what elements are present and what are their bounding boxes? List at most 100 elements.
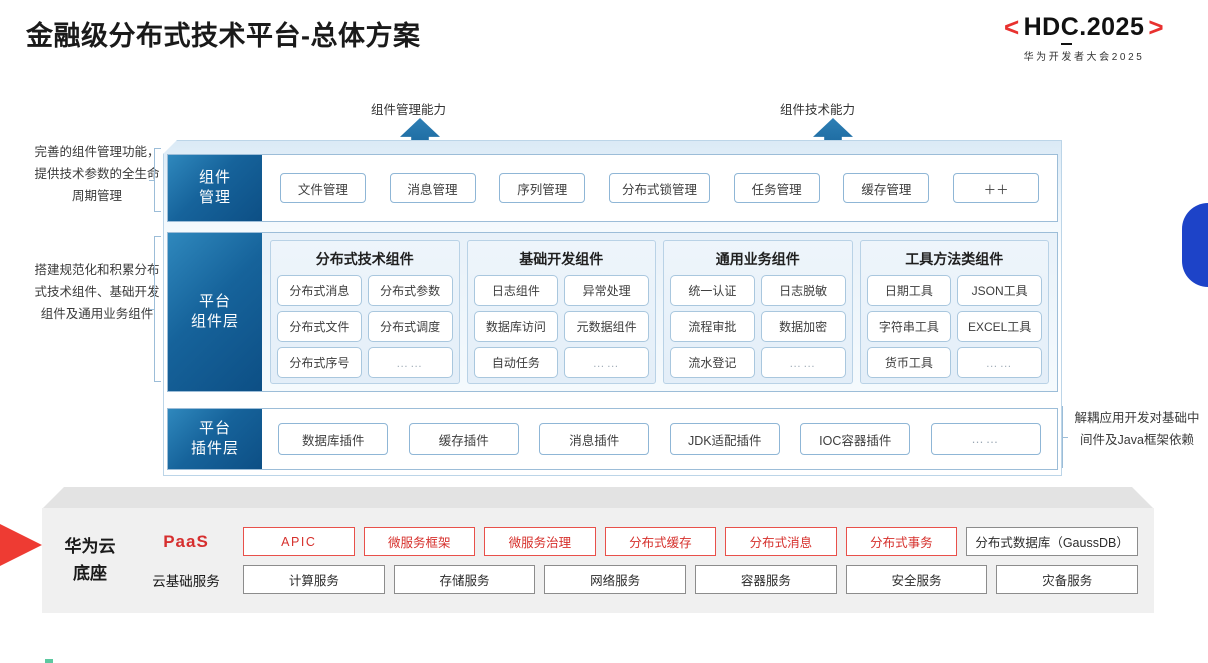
brace-tick-left-bottom <box>149 309 154 310</box>
component-cell[interactable]: 分布式文件 <box>277 311 362 342</box>
component-columns: 分布式技术组件 分布式消息 分布式参数 分布式文件 分布式调度 分布式序号 ……… <box>262 233 1057 391</box>
management-item[interactable]: 缓存管理 <box>843 173 930 203</box>
plugin-items: 数据库插件 缓存插件 消息插件 JDK适配插件 IOC容器插件 …… <box>262 409 1057 469</box>
base-title: 华为云 底座 <box>42 534 138 587</box>
brace-left-bottom <box>154 236 161 382</box>
layer-label-line2: 插件层 <box>190 440 239 457</box>
layer-label-line2: 组件层 <box>190 313 239 330</box>
component-column-basic-dev: 基础开发组件 日志组件 异常处理 数据库访问 元数据组件 自动任务 …… <box>466 240 656 384</box>
blue-lens-decor-icon <box>1182 203 1208 287</box>
layer-row-component: 平台 组件层 分布式技术组件 分布式消息 分布式参数 分布式文件 分布式调度 分… <box>167 232 1058 392</box>
component-cell-more[interactable]: …… <box>367 347 453 378</box>
layer-label-component: 平台 组件层 <box>168 233 262 391</box>
component-cell[interactable]: 分布式消息 <box>277 275 362 306</box>
plugin-item[interactable]: 数据库插件 <box>278 423 389 455</box>
component-cell-more[interactable]: …… <box>957 347 1042 378</box>
component-column-title: 通用业务组件 <box>715 251 800 267</box>
component-cell[interactable]: 分布式参数 <box>367 275 453 306</box>
component-cell[interactable]: 货币工具 <box>866 347 952 378</box>
management-item-more[interactable]: ＋＋ <box>953 173 1040 203</box>
infra-chip[interactable]: 网络服务 <box>544 565 687 594</box>
management-item[interactable]: 序列管理 <box>499 173 586 203</box>
component-cell-grid: 日期工具 JSON工具 字符串工具 EXCEL工具 货币工具 …… <box>866 275 1042 378</box>
plugin-item[interactable]: JDK适配插件 <box>669 423 780 455</box>
base-rows: PaaS APIC 微服务框架 微服务治理 分布式缓存 分布式消息 分布式事务 … <box>138 527 1154 594</box>
side-note-right: 解耦应用开发对基础中间件及Java框架依赖 <box>1074 411 1200 447</box>
component-column-title: 基础开发组件 <box>519 251 604 267</box>
management-item[interactable]: 任务管理 <box>733 173 820 203</box>
paas-chip[interactable]: 分布式事务 <box>845 527 958 556</box>
green-mark-decor-icon <box>45 659 53 663</box>
hdc-logo-subtitle: 华为开发者大会2025 <box>1023 52 1145 63</box>
component-cell[interactable]: 流水登记 <box>670 347 755 378</box>
component-cell[interactable]: 日志脱敏 <box>760 275 846 306</box>
red-wedge-decor-icon <box>0 505 42 585</box>
management-item[interactable]: 消息管理 <box>389 173 476 203</box>
page-title: 金融级分布式技术平台-总体方案 <box>26 21 421 51</box>
platform-stack: 组件 管理 文件管理 消息管理 序列管理 分布式锁管理 任务管理 缓存管理 ＋＋… <box>163 140 1062 476</box>
component-cell[interactable]: 元数据组件 <box>564 311 649 342</box>
paas-chip[interactable]: 微服务治理 <box>484 527 596 556</box>
base-row-paas: PaaS APIC 微服务框架 微服务治理 分布式缓存 分布式消息 分布式事务 … <box>138 527 1138 556</box>
component-cell[interactable]: EXCEL工具 <box>957 311 1042 342</box>
component-column-title: 工具方法类组件 <box>905 251 1004 267</box>
capability-label-management: 组件管理能力 <box>371 103 447 117</box>
base-top-bevel <box>42 487 1154 509</box>
component-cell[interactable]: 字符串工具 <box>866 311 952 342</box>
brace-tick-right <box>1063 437 1068 438</box>
component-cell-more[interactable]: …… <box>760 347 846 378</box>
hdc-logo: < HDC.2025 > 华为开发者大会2025 <box>974 12 1194 63</box>
plugin-item[interactable]: 缓存插件 <box>408 423 519 455</box>
brace-left-top <box>154 148 161 212</box>
component-column-tools: 工具方法类组件 日期工具 JSON工具 字符串工具 EXCEL工具 货币工具 …… <box>859 240 1049 384</box>
paas-chip-apic[interactable]: APIC <box>243 527 355 556</box>
side-note-left-top: 完善的组件管理功能，提供技术参数的全生命周期管理 <box>34 145 160 203</box>
paas-chip[interactable]: 分布式缓存 <box>604 527 717 556</box>
plugin-item[interactable]: IOC容器插件 <box>800 423 911 455</box>
component-cell-more[interactable]: …… <box>564 347 649 378</box>
component-cell[interactable]: 自动任务 <box>473 347 559 378</box>
infra-chip[interactable]: 容器服务 <box>695 565 837 594</box>
infra-chip[interactable]: 安全服务 <box>845 565 988 594</box>
layer-label-line2: 管理 <box>198 189 231 206</box>
base-row-label-paas: PaaS <box>163 531 209 551</box>
management-item[interactable]: 文件管理 <box>279 173 366 203</box>
component-cell[interactable]: 日期工具 <box>866 275 952 306</box>
component-column-business: 通用业务组件 统一认证 日志脱敏 流程审批 数据加密 流水登记 …… <box>663 240 853 384</box>
brace-tick-left-top <box>149 180 154 181</box>
base-title-line2: 底座 <box>73 563 107 583</box>
component-column-title: 分布式技术组件 <box>315 251 414 267</box>
infra-chip[interactable]: 存储服务 <box>393 565 536 594</box>
layer-label-management: 组件 管理 <box>168 155 262 221</box>
layer-row-management: 组件 管理 文件管理 消息管理 序列管理 分布式锁管理 任务管理 缓存管理 ＋＋ <box>167 154 1058 222</box>
plugin-item-more[interactable]: …… <box>930 423 1041 455</box>
component-cell[interactable]: 分布式调度 <box>367 311 453 342</box>
component-cell[interactable]: 分布式序号 <box>277 347 362 378</box>
angle-bracket-right-icon: > <box>1148 12 1165 42</box>
base-row-label-infra: 云基础服务 <box>152 573 220 589</box>
component-cell[interactable]: 流程审批 <box>670 311 755 342</box>
base-row-infra: 云基础服务 计算服务 存储服务 网络服务 容器服务 安全服务 灾备服务 <box>138 565 1139 594</box>
component-cell[interactable]: 日志组件 <box>473 275 559 306</box>
side-note-left-bottom: 搭建规范化和积累分布式技术组件、基础开发组件及通用业务组件 <box>34 263 160 321</box>
infra-chip[interactable]: 灾备服务 <box>996 565 1139 594</box>
infra-chip[interactable]: 计算服务 <box>243 565 385 594</box>
component-cell[interactable]: 数据加密 <box>760 311 846 342</box>
paas-chip[interactable]: 分布式消息 <box>725 527 837 556</box>
component-cell[interactable]: JSON工具 <box>957 275 1042 306</box>
plugin-item[interactable]: 消息插件 <box>539 423 650 455</box>
component-cell[interactable]: 统一认证 <box>670 275 755 306</box>
layer-label-plugin: 平台 插件层 <box>168 409 262 469</box>
component-cell[interactable]: 数据库访问 <box>473 311 559 342</box>
paas-chip-gaussdb[interactable]: 分布式数据库（GaussDB） <box>966 527 1138 556</box>
base-body: 华为云 底座 PaaS APIC 微服务框架 微服务治理 分布式缓存 分布式消息… <box>42 508 1154 613</box>
paas-chip[interactable]: 微服务框架 <box>363 527 476 556</box>
base-title-line1: 华为云 <box>64 537 116 557</box>
component-cell-grid: 日志组件 异常处理 数据库访问 元数据组件 自动任务 …… <box>473 275 649 378</box>
management-item[interactable]: 分布式锁管理 <box>608 173 710 203</box>
hdc-logo-main: < HDC.2025 > <box>974 12 1194 45</box>
component-cell[interactable]: 异常处理 <box>564 275 649 306</box>
layer-label-line1: 平台 <box>198 419 231 437</box>
component-cell-grid: 统一认证 日志脱敏 流程审批 数据加密 流水登记 …… <box>670 275 846 378</box>
